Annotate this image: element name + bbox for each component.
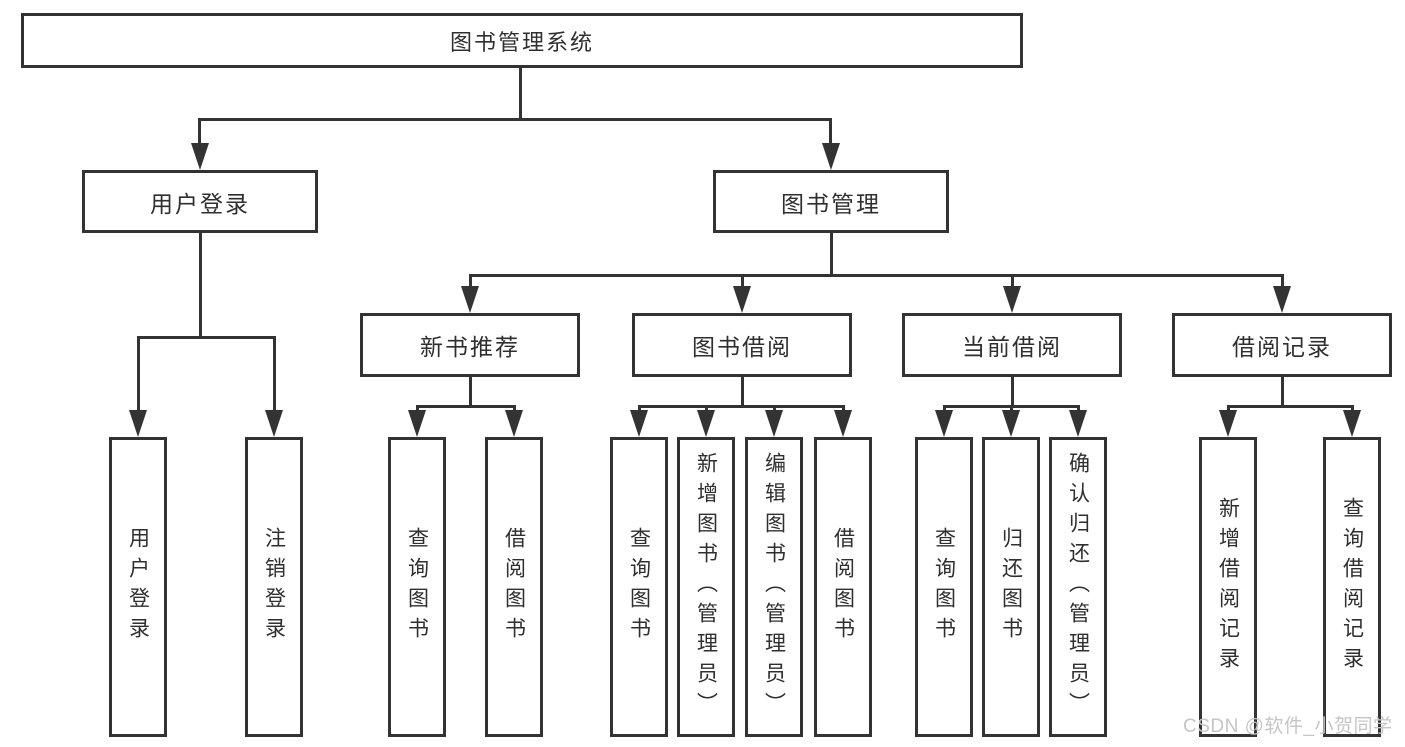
connector-line [841,405,845,411]
connector-line [512,405,516,411]
leaf-query-books-borrowing: 查询图书 [610,437,668,737]
connector-arrowhead [1343,410,1361,437]
node-current-borrowing: 当前借阅 [902,313,1122,377]
connector-line [829,233,833,274]
connector-line [468,274,472,286]
leaf-add-borrow-record: 新增借阅记录 [1199,437,1257,737]
connector-line [136,336,276,339]
node-user-login: 用户登录 [82,170,318,233]
connector-line [415,405,419,411]
leaf-query-books-current: 查询图书 [915,437,973,737]
connector-arrowhead [697,410,715,437]
node-book-management: 图书管理 [713,170,949,233]
connector-line [740,377,744,405]
watermark-text: CSDN @软件_小贺同学 [1183,716,1393,737]
connector-line [1009,405,1013,411]
leaf-logout: 注销登录 [245,437,303,737]
leaf-edit-books-admin: 编辑图书（管理员） [745,437,803,737]
connector-arrowhead [1273,286,1291,313]
connector-arrowhead [505,410,523,437]
connector-line [468,274,1283,277]
connector-arrowhead [821,143,840,170]
connector-arrowhead [408,410,426,437]
connector-arrowhead [461,286,479,313]
connector-arrowhead [129,410,147,437]
connector-line [1010,274,1014,286]
connector-line [519,68,522,118]
node-book-borrowing: 图书借阅 [632,313,852,377]
connector-line [1226,405,1354,408]
leaf-add-books-admin: 新增图书（管理员） [677,437,735,737]
connector-line [1350,405,1354,411]
connector-arrowhead [1002,410,1020,437]
leaf-return-books: 归还图书 [982,437,1040,737]
connector-line [704,405,708,411]
connector-arrowhead [935,410,953,437]
connector-arrowhead [765,410,783,437]
connector-arrowhead [1069,410,1087,437]
leaf-borrow-books-recommend: 借阅图书 [485,437,543,737]
leaf-confirm-return-admin: 确认归还（管理员） [1049,437,1107,737]
connector-line [272,336,276,411]
connector-arrowhead [834,410,852,437]
leaf-query-books-recommend: 查询图书 [388,437,446,737]
connector-line [1076,405,1080,411]
connector-line [415,405,516,408]
connector-line [942,405,946,411]
connector-line [1280,377,1284,405]
connector-line [637,405,641,411]
node-borrowing-records: 借阅记录 [1172,313,1392,377]
connector-arrowhead [1219,410,1237,437]
connector-line [1226,405,1230,411]
node-new-book-recommendation: 新书推荐 [360,313,580,377]
connector-arrowhead [1003,286,1021,313]
connector-line [772,405,776,411]
leaf-user-login: 用户登录 [109,437,167,737]
connector-arrowhead [733,286,751,313]
connector-line [198,118,832,121]
connector-arrowhead [190,143,209,170]
connector-line [740,274,744,286]
leaf-query-borrow-record: 查询借阅记录 [1323,437,1381,737]
connector-line [637,405,845,408]
connector-line [829,118,832,144]
connector-line [198,118,201,144]
leaf-borrow-books-borrowing: 借阅图书 [814,437,872,737]
connector-line [1280,274,1284,286]
connector-line [136,336,140,411]
connector-arrowhead [265,410,283,437]
connector-line [468,377,472,405]
connector-arrowhead [630,410,648,437]
connector-line [198,233,202,336]
node-library-management-system: 图书管理系统 [21,13,1023,68]
connector-line [1010,377,1014,405]
